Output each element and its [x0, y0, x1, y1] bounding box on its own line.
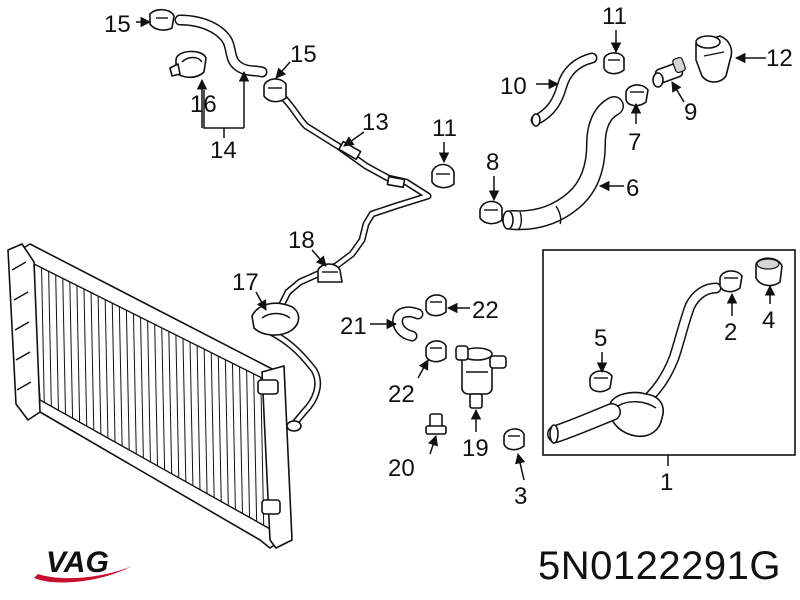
clamp-22-top [425, 294, 447, 317]
callout-7: 7 [628, 129, 641, 156]
callout-22-top: 22 [472, 297, 499, 324]
clamp-22-bottom [425, 340, 447, 363]
callout-5: 5 [594, 325, 607, 352]
callout-20: 20 [388, 455, 415, 482]
clamp-8 [479, 200, 503, 225]
callout-12: 12 [766, 45, 793, 72]
clamp-2 [719, 270, 743, 293]
clamp-15-left [149, 8, 175, 31]
clamp-11-middle [431, 163, 455, 189]
clamp-5 [589, 370, 613, 393]
callout-11-middle: 11 [432, 115, 457, 142]
callout-10: 10 [500, 73, 527, 100]
clamp-18 [317, 263, 343, 283]
callout-16: 16 [190, 91, 217, 118]
callout-1: 1 [660, 469, 673, 496]
callout-13: 13 [362, 109, 389, 136]
callout-8: 8 [486, 149, 499, 176]
callout-19: 19 [462, 435, 489, 462]
clamp-16 [169, 50, 207, 79]
callout-17: 17 [232, 269, 259, 296]
callout-3: 3 [514, 483, 527, 510]
pump-19 [455, 345, 507, 409]
vag-logo: VAG [34, 546, 132, 583]
callout-15-left: 15 [104, 11, 131, 38]
fitting-12 [695, 35, 733, 83]
callout-15-right: 15 [290, 41, 317, 68]
part-number: 5N0122291G [538, 544, 781, 588]
callout-18: 18 [288, 227, 315, 254]
callout-2: 2 [724, 319, 737, 346]
callout-21: 21 [340, 313, 367, 340]
hose-10 [530, 52, 598, 127]
clamp-7 [625, 84, 649, 107]
clamp-3 [503, 428, 525, 451]
logo-swoosh [34, 566, 132, 583]
bolt-20 [425, 413, 447, 435]
fitting-9 [652, 56, 686, 88]
coolant-pipe-13 [278, 92, 432, 308]
leader-lines [136, 16, 776, 481]
hose-21 [392, 306, 424, 342]
callout-14: 14 [210, 137, 237, 164]
callout-11-top: 11 [602, 3, 627, 30]
callout-9: 9 [684, 99, 697, 126]
pipe-bracket-17 [251, 302, 322, 432]
callout-22-bottom: 22 [388, 381, 415, 408]
hose-6 [502, 96, 624, 231]
hose-14 [174, 14, 268, 78]
callout-labels: 15 15 16 14 13 11 8 18 17 11 10 12 9 7 6… [104, 3, 793, 510]
callout-6: 6 [626, 175, 639, 202]
hose-assembly-1 [542, 249, 796, 456]
callout-4: 4 [762, 307, 775, 334]
cap-4 [755, 257, 783, 287]
logo-wordmark: VAG [46, 546, 109, 579]
clamp-11-top [603, 52, 625, 75]
clamp-15-right [263, 78, 287, 103]
